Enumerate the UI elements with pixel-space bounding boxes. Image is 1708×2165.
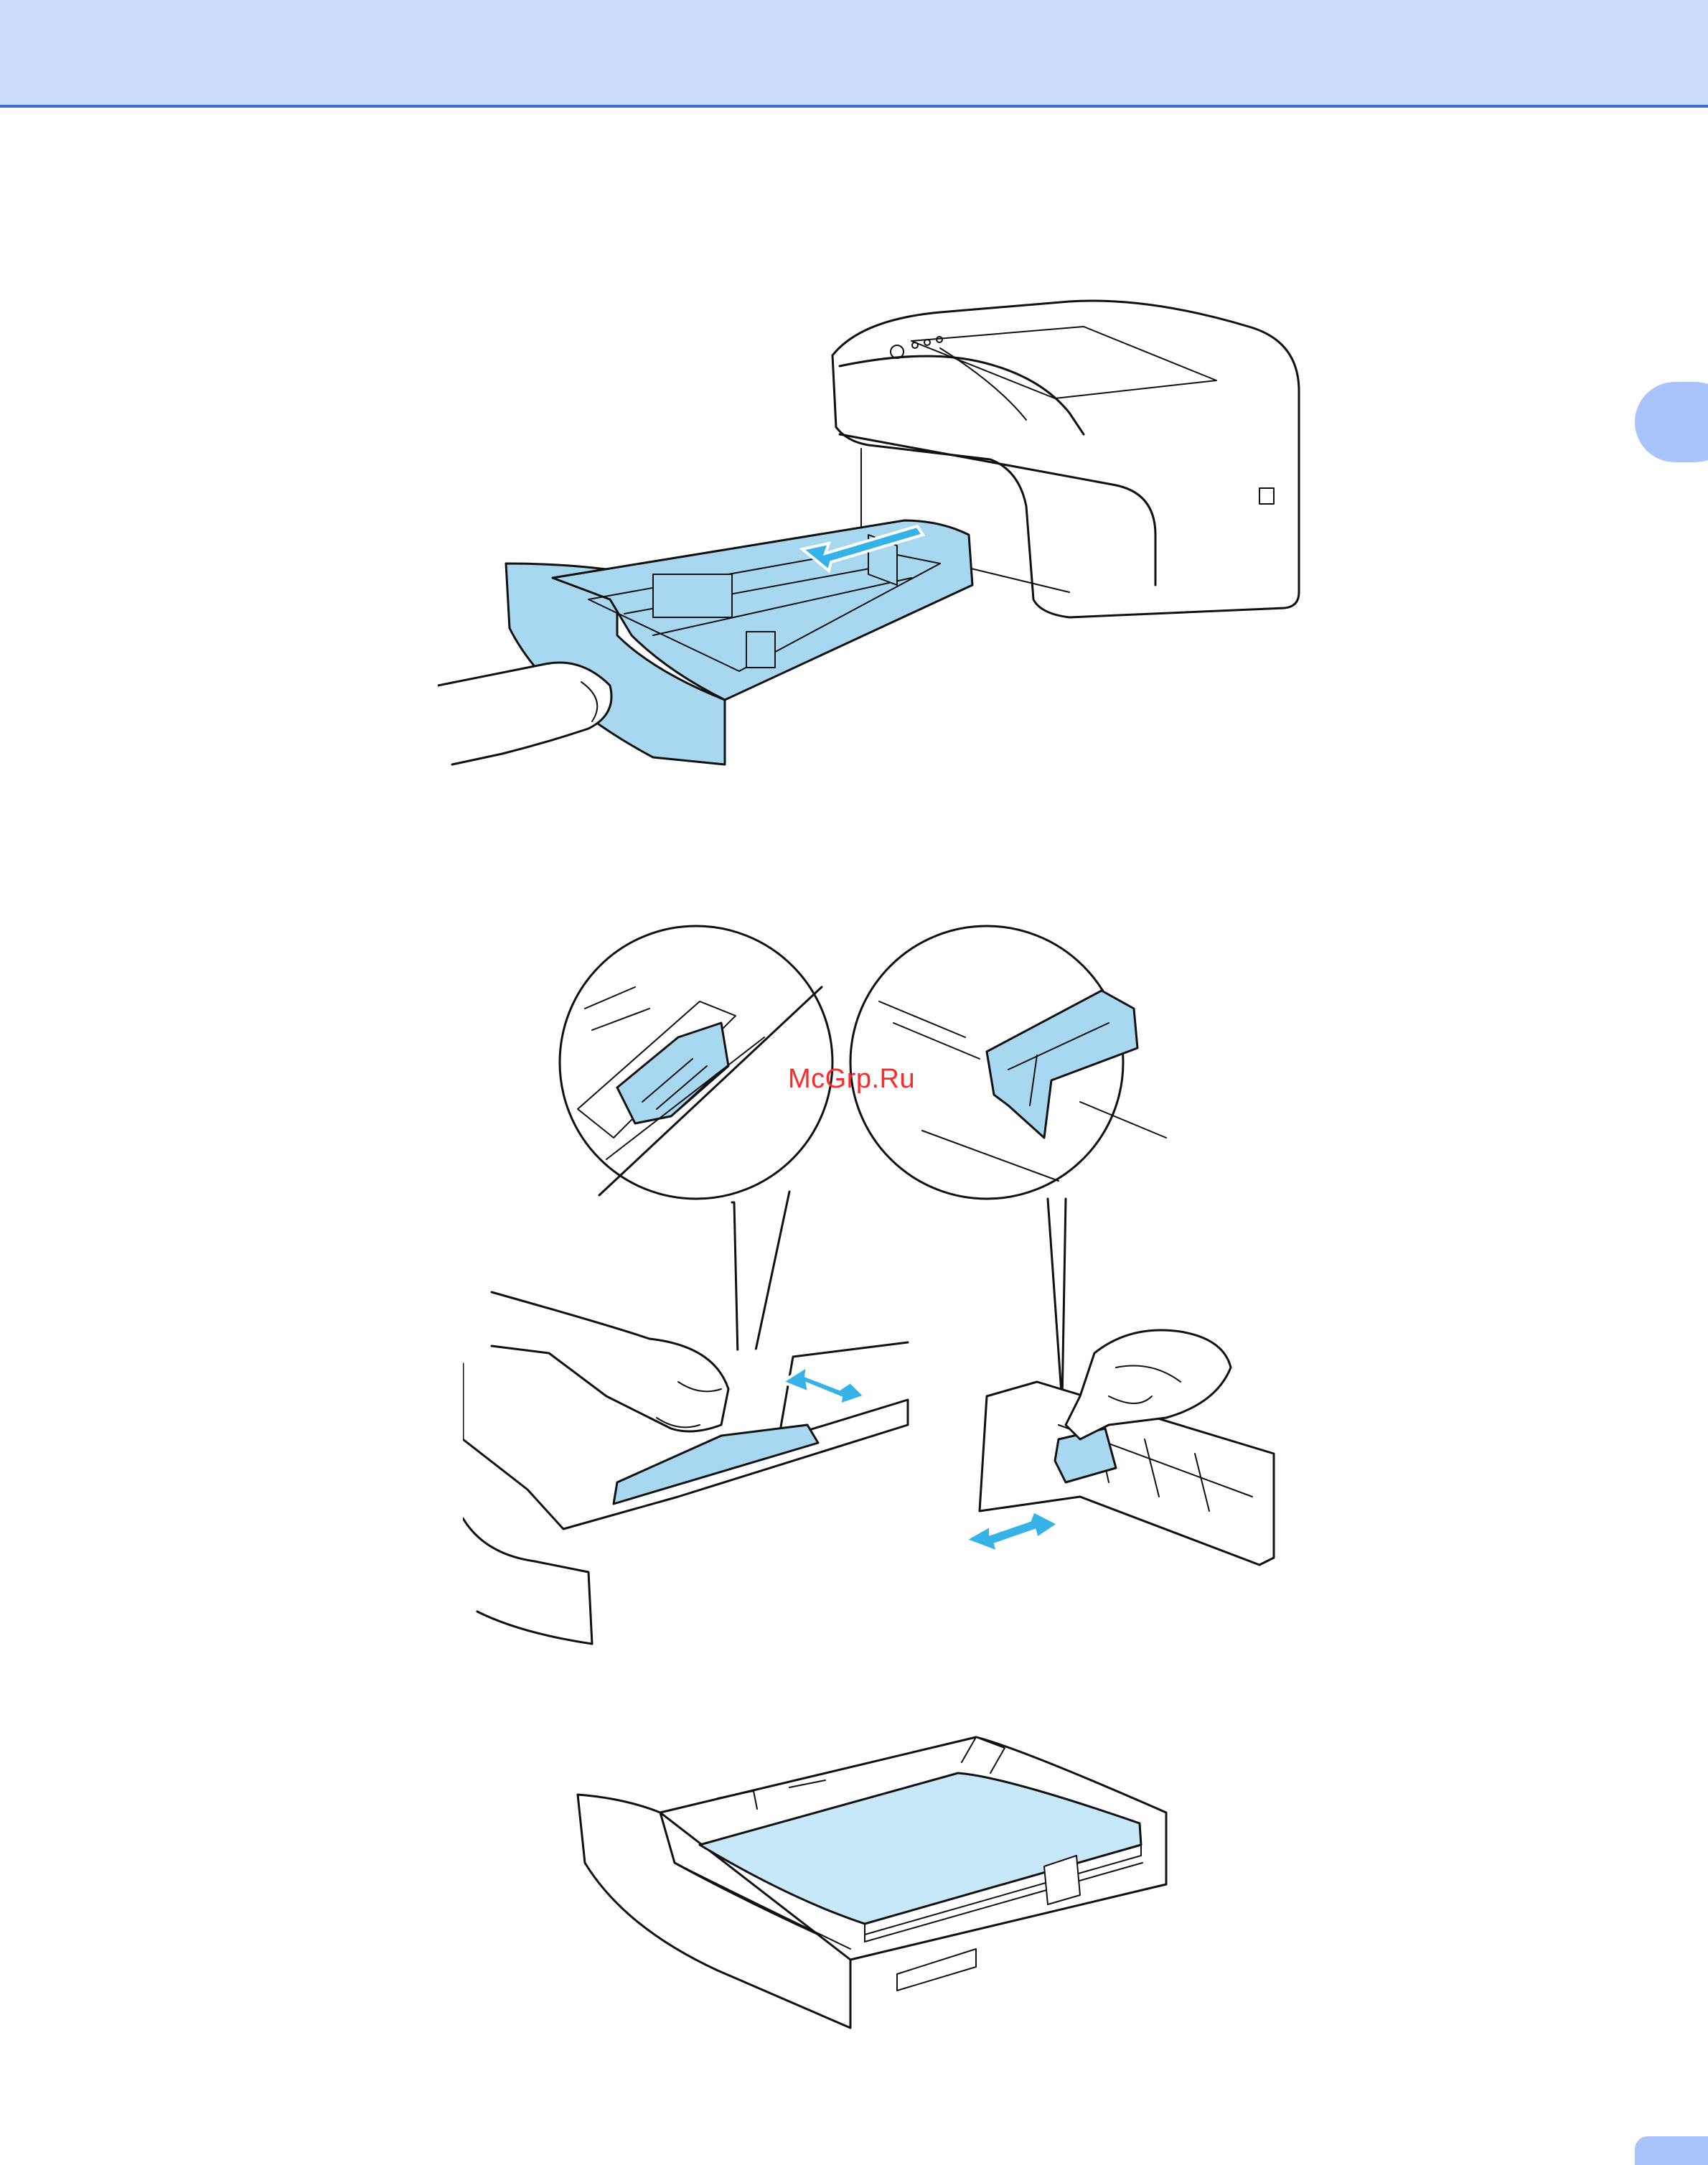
watermark: McGrp.Ru — [788, 1064, 915, 1095]
chapter-tab — [1635, 382, 1708, 462]
printer-tray-pull-out-illustration — [438, 298, 1313, 775]
paper-loaded-tray-illustration — [574, 1719, 1170, 2039]
header-band — [0, 0, 1708, 108]
page-number-tab — [1635, 2136, 1708, 2165]
paper-guide-adjust-illustration — [463, 922, 1281, 1651]
